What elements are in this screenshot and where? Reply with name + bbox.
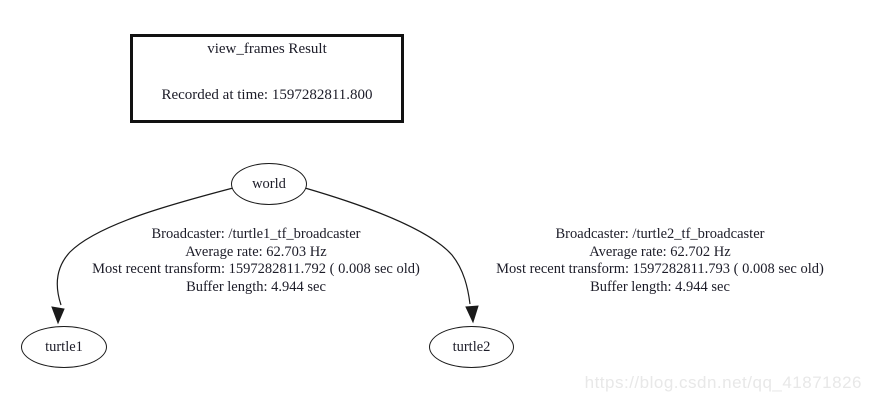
edge-label-turtle2-transform: Most recent transform: 1597282811.793 ( … — [496, 261, 824, 278]
edge-label-turtle1-transform: Most recent transform: 1597282811.792 ( … — [92, 261, 420, 278]
edge-label-turtle1-rate: Average rate: 62.703 Hz — [185, 243, 327, 260]
result-box: view_frames Result Recorded at time: 159… — [130, 34, 404, 123]
edge-label-turtle2-buffer: Buffer length: 4.944 sec — [590, 278, 730, 295]
node-turtle1-label: turtle1 — [45, 338, 83, 355]
node-turtle2: turtle2 — [429, 326, 514, 368]
recorded-time: Recorded at time: 1597282811.800 — [161, 87, 373, 103]
node-turtle2-label: turtle2 — [452, 338, 491, 355]
edge-label-turtle2: Broadcaster: /turtle2_tf_broadcaster Ave… — [450, 226, 870, 296]
edge-label-turtle2-rate: Average rate: 62.702 Hz — [589, 243, 731, 260]
arrowhead-turtle1-icon — [51, 306, 65, 325]
edge-label-turtle1-broadcaster: Broadcaster: /turtle1_tf_broadcaster — [151, 226, 361, 242]
result-box-title: view_frames Result — [207, 41, 327, 57]
watermark-text: https://blog.csdn.net/qq_41871826 — [584, 373, 862, 392]
edge-world-to-turtle1 — [56, 187, 234, 306]
edge-label-turtle1-buffer: Buffer length: 4.944 sec — [186, 278, 326, 295]
node-world-label: world — [252, 175, 286, 192]
node-world: world — [231, 163, 307, 205]
edge-world-to-turtle2 — [304, 187, 471, 305]
arrowhead-turtle2-icon — [465, 305, 479, 324]
edge-label-turtle1: Broadcaster: /turtle1_tf_broadcaster Ave… — [46, 226, 466, 296]
edge-label-turtle2-broadcaster: Broadcaster: /turtle2_tf_broadcaster — [555, 226, 765, 242]
node-turtle1: turtle1 — [21, 326, 107, 368]
